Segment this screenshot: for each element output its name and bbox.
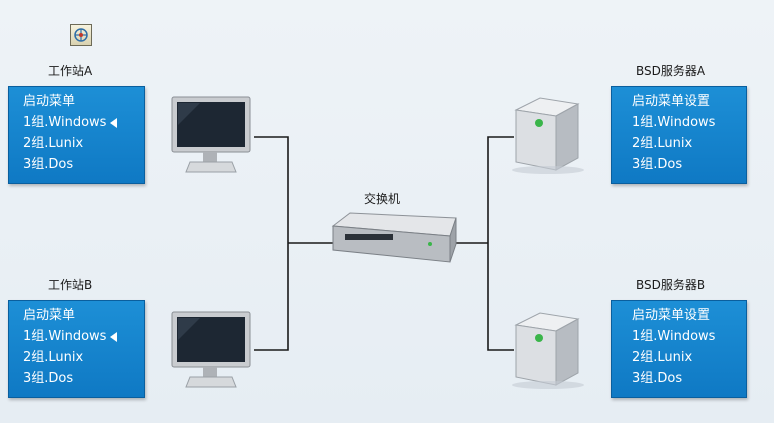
server-b-boot-menu-settings[interactable]: 启动菜单设置 1组.Windows 2组.Lunix 3组.Dos <box>611 300 747 398</box>
connection-lines <box>254 136 514 351</box>
server-tower-icon <box>512 312 584 389</box>
boot-menu-item-dos[interactable]: 3组.Dos <box>23 157 74 172</box>
selected-arrow-icon <box>110 117 118 128</box>
monitor-icon <box>171 96 251 173</box>
boot-menu-settings-title: 启动菜单设置 <box>632 94 711 109</box>
boot-menu-item-windows[interactable]: 1组.Windows <box>23 112 144 133</box>
switch-label: 交换机 <box>364 192 401 206</box>
boot-menu-item-windows[interactable]: 1组.Windows <box>23 326 144 347</box>
boot-menu-item-dos[interactable]: 3组.Dos <box>632 157 683 172</box>
boot-menu-item-lunix[interactable]: 2组.Lunix <box>23 350 84 365</box>
boot-menu-title: 启动菜单 <box>23 94 76 109</box>
server-tower-icon <box>512 97 584 174</box>
server-a-boot-menu-settings[interactable]: 启动菜单设置 1组.Windows 2组.Lunix 3组.Dos <box>611 86 747 184</box>
workstation-b-boot-menu[interactable]: 启动菜单 1组.Windows 2组.Lunix 3组.Dos <box>8 300 145 398</box>
boot-menu-item-lunix[interactable]: 2组.Lunix <box>23 136 84 151</box>
network-switch-icon <box>331 212 457 263</box>
boot-menu-item-dos[interactable]: 3组.Dos <box>632 371 683 386</box>
boot-menu-item-windows[interactable]: 1组.Windows <box>632 115 716 130</box>
server-b-label: BSD服务器B <box>636 278 706 292</box>
boot-menu-item-lunix[interactable]: 2组.Lunix <box>632 350 693 365</box>
workstation-a-label: 工作站A <box>48 64 93 78</box>
network-config-icon[interactable] <box>70 24 92 46</box>
boot-menu-title: 启动菜单 <box>23 308 76 323</box>
boot-menu-item-windows[interactable]: 1组.Windows <box>632 329 716 344</box>
monitor-icon <box>171 311 251 388</box>
boot-menu-item-dos[interactable]: 3组.Dos <box>23 371 74 386</box>
workstation-b-label: 工作站B <box>48 278 93 292</box>
boot-menu-settings-title: 启动菜单设置 <box>632 308 711 323</box>
workstation-a-boot-menu[interactable]: 启动菜单 1组.Windows 2组.Lunix 3组.Dos <box>8 86 145 184</box>
selected-arrow-icon <box>110 331 118 342</box>
boot-menu-item-lunix[interactable]: 2组.Lunix <box>632 136 693 151</box>
server-a-label: BSD服务器A <box>636 64 706 78</box>
